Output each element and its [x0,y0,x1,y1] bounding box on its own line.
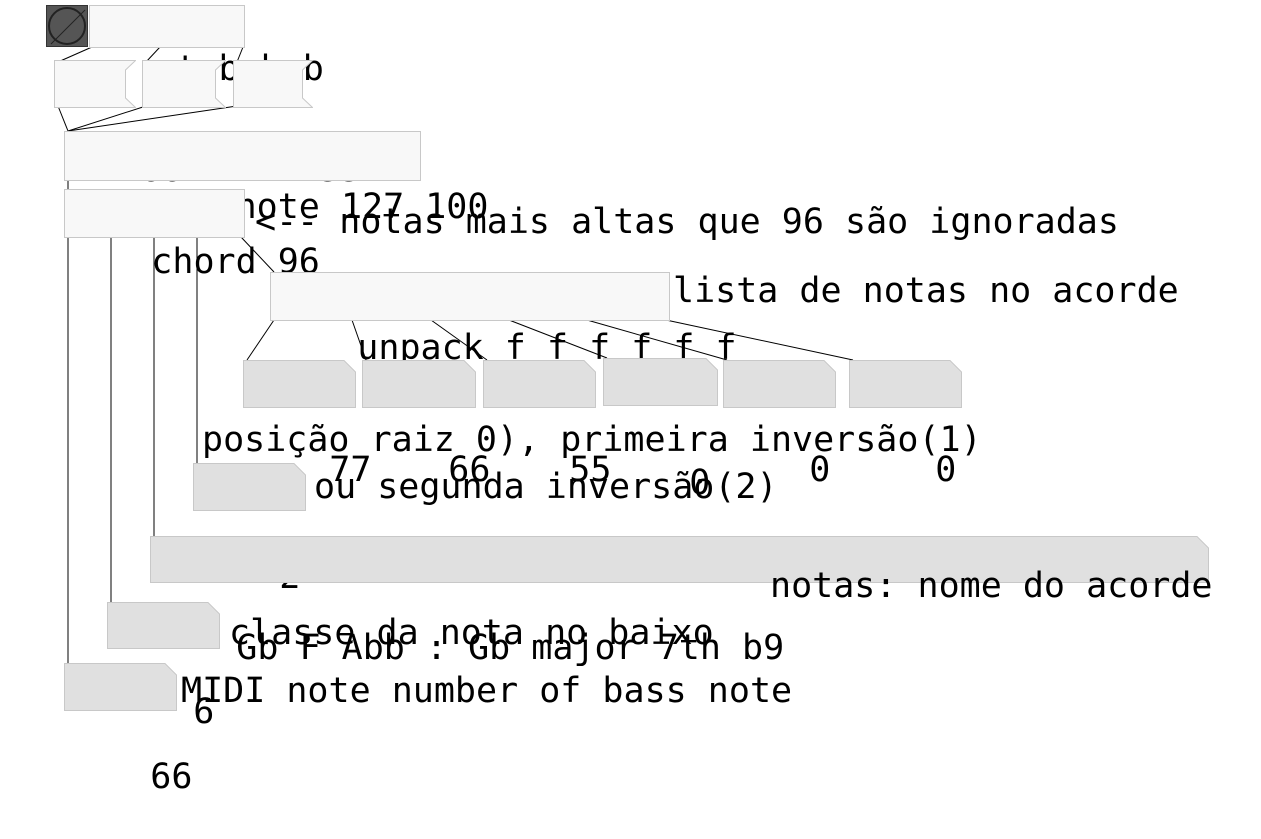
note-output-2[interactable]: 66 [362,360,490,490]
comment-bass-midi: MIDI note number of bass note [181,671,793,711]
inversion-number[interactable]: 2 [193,463,306,597]
note-output-3-value: 55 [569,450,612,490]
note-output-5-value: 0 [809,450,831,490]
comment-note-list: lista de notas no acorde [673,271,1179,311]
chord-name-symbol[interactable]: Gb F Abb : Gb major 7th b9 [150,536,1209,668]
makenote-object[interactable]: makenote 127 100 [64,131,488,227]
note-output-3[interactable]: 55 [483,360,611,490]
note-output-6[interactable]: 0 [849,360,962,490]
patch-connections [57,46,854,663]
chord-name-value: Gb F Abb : Gb major 7th b9 [236,628,785,668]
comment-bass-class: classe da nota no baixo [229,613,714,653]
note-output-6-value: 0 [935,450,957,490]
chord-object[interactable]: chord 96 [64,189,320,282]
note-output-1[interactable]: 77 [243,360,371,490]
message-box-66[interactable]: 66 [54,60,182,190]
note-output-4[interactable]: 0 [603,358,718,503]
bass-class-number[interactable]: 6 [107,602,220,732]
note-output-4-value: 0 [689,463,711,503]
pd-patch-canvas: t b b b 66 77 55 makenote 127 100 chord … [46,5,1213,797]
message-box-55[interactable]: 55 [233,60,361,190]
bang-circle-icon [48,7,86,45]
comment-inversion-line2: ou segunda inversão(2) [314,467,778,507]
comment-chord-name: notas: nome do acorde [770,566,1213,606]
note-output-1-value: 77 [329,450,372,490]
unpack-object[interactable]: unpack f f f f f f [270,272,737,368]
note-output-2-value: 66 [448,450,491,490]
bang-button[interactable] [46,5,88,47]
bass-midi-value: 66 [150,757,193,797]
trigger-object[interactable]: t b b b [89,5,324,89]
bass-midi-number[interactable]: 66 [64,663,192,797]
comment-ignored-notes: <-- notas mais altas que 96 são ignorada… [255,202,1119,242]
message-box-77[interactable]: 77 [142,60,270,190]
note-output-5[interactable]: 0 [723,360,836,490]
comment-inversion-line1: posição raiz 0), primeira inversão(1) [202,420,982,460]
